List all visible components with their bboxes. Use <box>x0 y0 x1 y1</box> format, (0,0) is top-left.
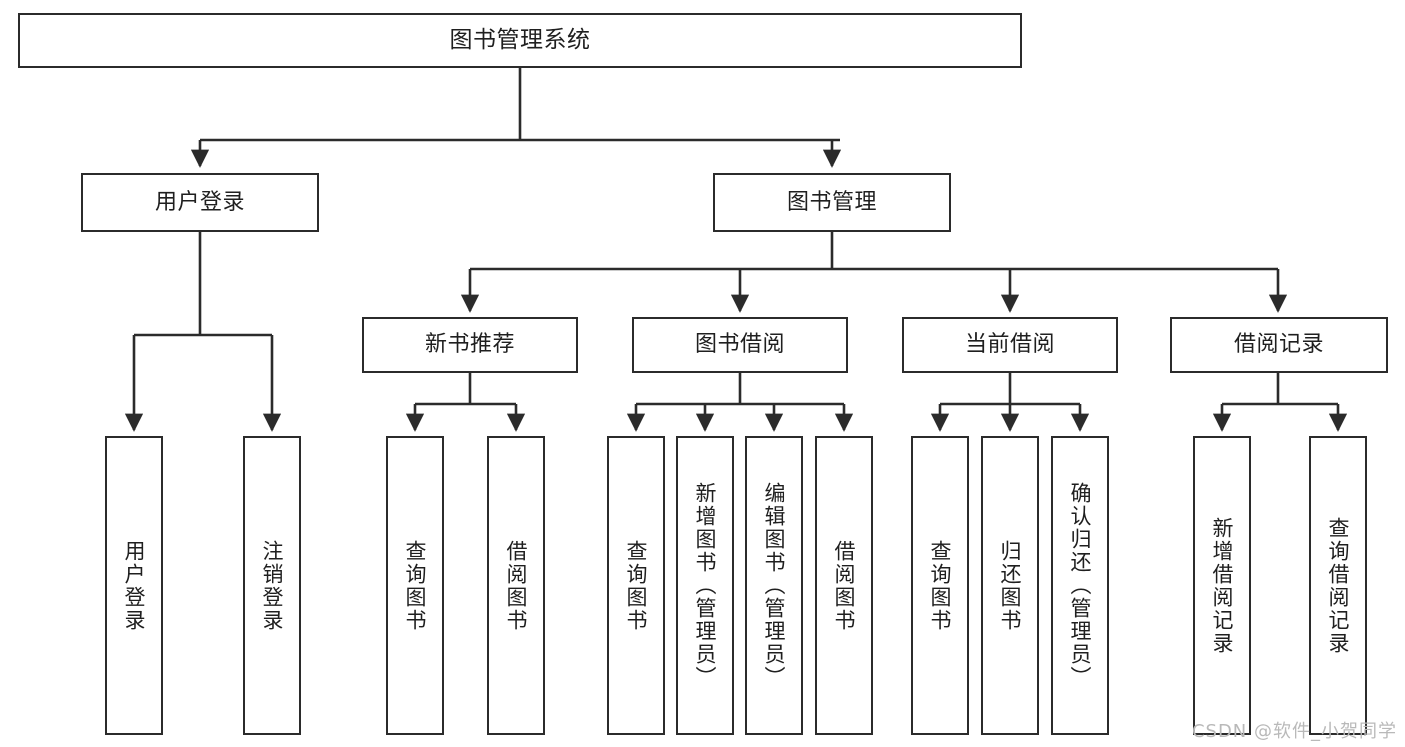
leaf-return-book[interactable]: 归还图书 <box>981 436 1039 735</box>
node-label: 借阅图书 <box>504 539 529 632</box>
leaf-query-book-current-borrow[interactable]: 查询图书 <box>911 436 969 735</box>
node-borrow-record[interactable]: 借阅记录 <box>1170 317 1388 373</box>
leaf-add-book-admin[interactable]: 新增图书（管理员） <box>676 436 734 735</box>
node-label: 确认归还（管理员） <box>1068 482 1093 689</box>
csdn-watermark: CSDN @软件_小贺同学 <box>1191 721 1397 742</box>
node-current-borrow[interactable]: 当前借阅 <box>902 317 1118 373</box>
node-label: 查询图书 <box>624 539 649 632</box>
node-book-management[interactable]: 图书管理 <box>713 173 951 232</box>
node-label: 用户登录 <box>122 539 147 632</box>
leaf-query-book-new-recommend[interactable]: 查询图书 <box>386 436 444 735</box>
leaf-borrow-book-book-borrow[interactable]: 借阅图书 <box>815 436 873 735</box>
leaf-confirm-return-admin[interactable]: 确认归还（管理员） <box>1051 436 1109 735</box>
node-label: 查询借阅记录 <box>1326 516 1351 655</box>
leaf-borrow-book-new-recommend[interactable]: 借阅图书 <box>487 436 545 735</box>
node-label: 图书借阅 <box>694 332 785 358</box>
node-user-login[interactable]: 用户登录 <box>81 173 319 232</box>
leaf-edit-book-admin[interactable]: 编辑图书（管理员） <box>745 436 803 735</box>
node-label: 查询图书 <box>928 539 953 632</box>
node-label: 归还图书 <box>998 539 1023 632</box>
node-label: 图书管理系统 <box>449 26 591 53</box>
node-label: 新增图书（管理员） <box>693 482 718 689</box>
node-label: 借阅记录 <box>1233 332 1324 358</box>
leaf-query-borrow-record[interactable]: 查询借阅记录 <box>1309 436 1367 735</box>
node-new-book-recommend[interactable]: 新书推荐 <box>362 317 578 373</box>
node-label: 注销登录 <box>260 539 285 632</box>
node-label: 当前借阅 <box>964 332 1055 358</box>
node-label: 用户登录 <box>154 189 245 215</box>
node-label: 新增借阅记录 <box>1210 516 1235 655</box>
node-root-book-management-system[interactable]: 图书管理系统 <box>18 13 1022 68</box>
leaf-logout-login[interactable]: 注销登录 <box>243 436 301 735</box>
leaf-query-book-borrow[interactable]: 查询图书 <box>607 436 665 735</box>
node-book-borrow[interactable]: 图书借阅 <box>632 317 848 373</box>
leaf-user-login[interactable]: 用户登录 <box>105 436 163 735</box>
leaf-add-borrow-record[interactable]: 新增借阅记录 <box>1193 436 1251 735</box>
node-label: 编辑图书（管理员） <box>762 482 787 689</box>
node-label: 借阅图书 <box>832 539 857 632</box>
node-label: 图书管理 <box>786 189 877 215</box>
node-label: 新书推荐 <box>424 332 515 358</box>
node-label: 查询图书 <box>403 539 428 632</box>
